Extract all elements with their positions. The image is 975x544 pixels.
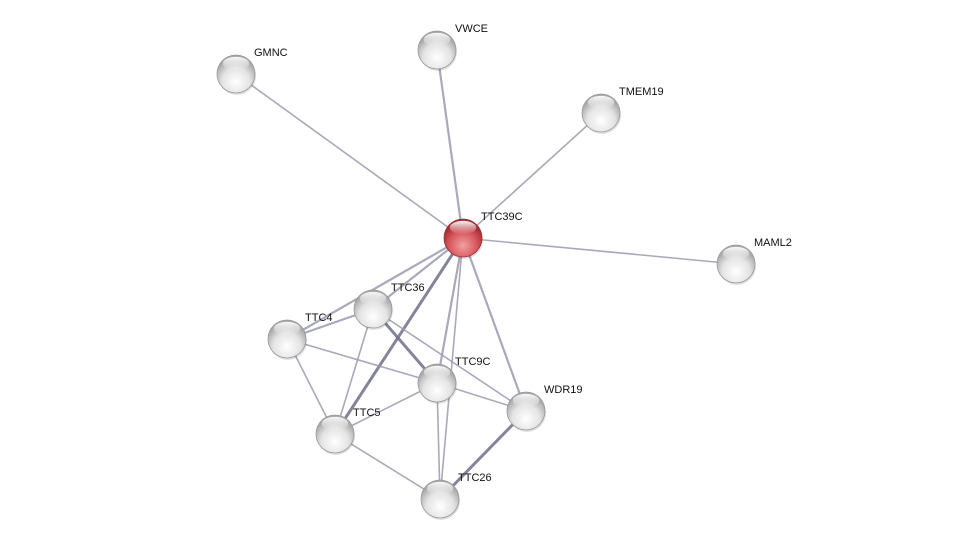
edge-ttc36-wdr19[interactable] xyxy=(372,308,527,412)
node-highlight xyxy=(423,32,451,47)
edge-ttc39c-ttc9c[interactable] xyxy=(435,237,465,384)
edge-ttc39c-wdr19[interactable] xyxy=(461,237,528,412)
node-maml2[interactable]: MAML2 xyxy=(716,237,792,285)
node-vwce[interactable]: VWCE xyxy=(417,23,488,71)
edge-ttc5-ttc26[interactable] xyxy=(334,433,441,500)
node-ttc4[interactable]: TTC4 xyxy=(267,312,333,360)
node-label: WDR19 xyxy=(544,384,583,396)
node-label: MAML2 xyxy=(754,237,792,249)
node-wdr19[interactable]: WDR19 xyxy=(506,384,583,432)
node-highlight xyxy=(222,56,250,71)
node-highlight xyxy=(423,365,451,380)
node-gmnc[interactable]: GMNC xyxy=(216,47,288,95)
edge-ttc39c-ttc26[interactable] xyxy=(439,237,464,500)
node-label: TTC9C xyxy=(455,356,491,368)
edge-wdr19-ttc26[interactable] xyxy=(438,409,528,501)
node-highlight xyxy=(722,246,750,261)
node-ttc39c[interactable]: TTC39C xyxy=(443,211,523,259)
node-label: TTC36 xyxy=(391,282,425,294)
node-highlight xyxy=(512,393,540,408)
node-ttc26[interactable]: TTC26 xyxy=(420,472,492,520)
edge-ttc36-ttc5[interactable] xyxy=(334,308,374,435)
node-label: TTC26 xyxy=(458,472,492,484)
node-ttc5[interactable]: TTC5 xyxy=(315,407,381,455)
node-label: TTC5 xyxy=(353,407,381,419)
node-label: GMNC xyxy=(254,47,288,59)
edge-ttc4-ttc9c[interactable] xyxy=(286,338,438,384)
node-ttc36[interactable]: TTC36 xyxy=(353,282,425,330)
node-label: TTC4 xyxy=(305,312,333,324)
edge-ttc39c-ttc5[interactable] xyxy=(333,237,465,435)
node-highlight xyxy=(426,481,454,496)
node-highlight xyxy=(587,95,615,110)
node-label: TMEM19 xyxy=(619,86,664,98)
edge-ttc39c-tmem19[interactable] xyxy=(462,112,602,239)
node-label: TTC39C xyxy=(481,211,523,223)
node-label: VWCE xyxy=(455,23,488,35)
node-highlight xyxy=(273,321,301,336)
edge-ttc39c-vwce[interactable] xyxy=(435,49,465,239)
node-tmem19[interactable]: TMEM19 xyxy=(581,86,664,134)
node-highlight xyxy=(359,291,387,306)
edge-ttc39c-gmnc[interactable] xyxy=(235,73,464,239)
edge-ttc39c-ttc4[interactable] xyxy=(286,237,464,340)
node-highlight xyxy=(449,220,477,235)
edges-layer xyxy=(235,49,737,501)
node-ttc9c[interactable]: TTC9C xyxy=(417,356,491,404)
edge-ttc39c-maml2[interactable] xyxy=(462,237,737,265)
node-highlight xyxy=(321,416,349,431)
